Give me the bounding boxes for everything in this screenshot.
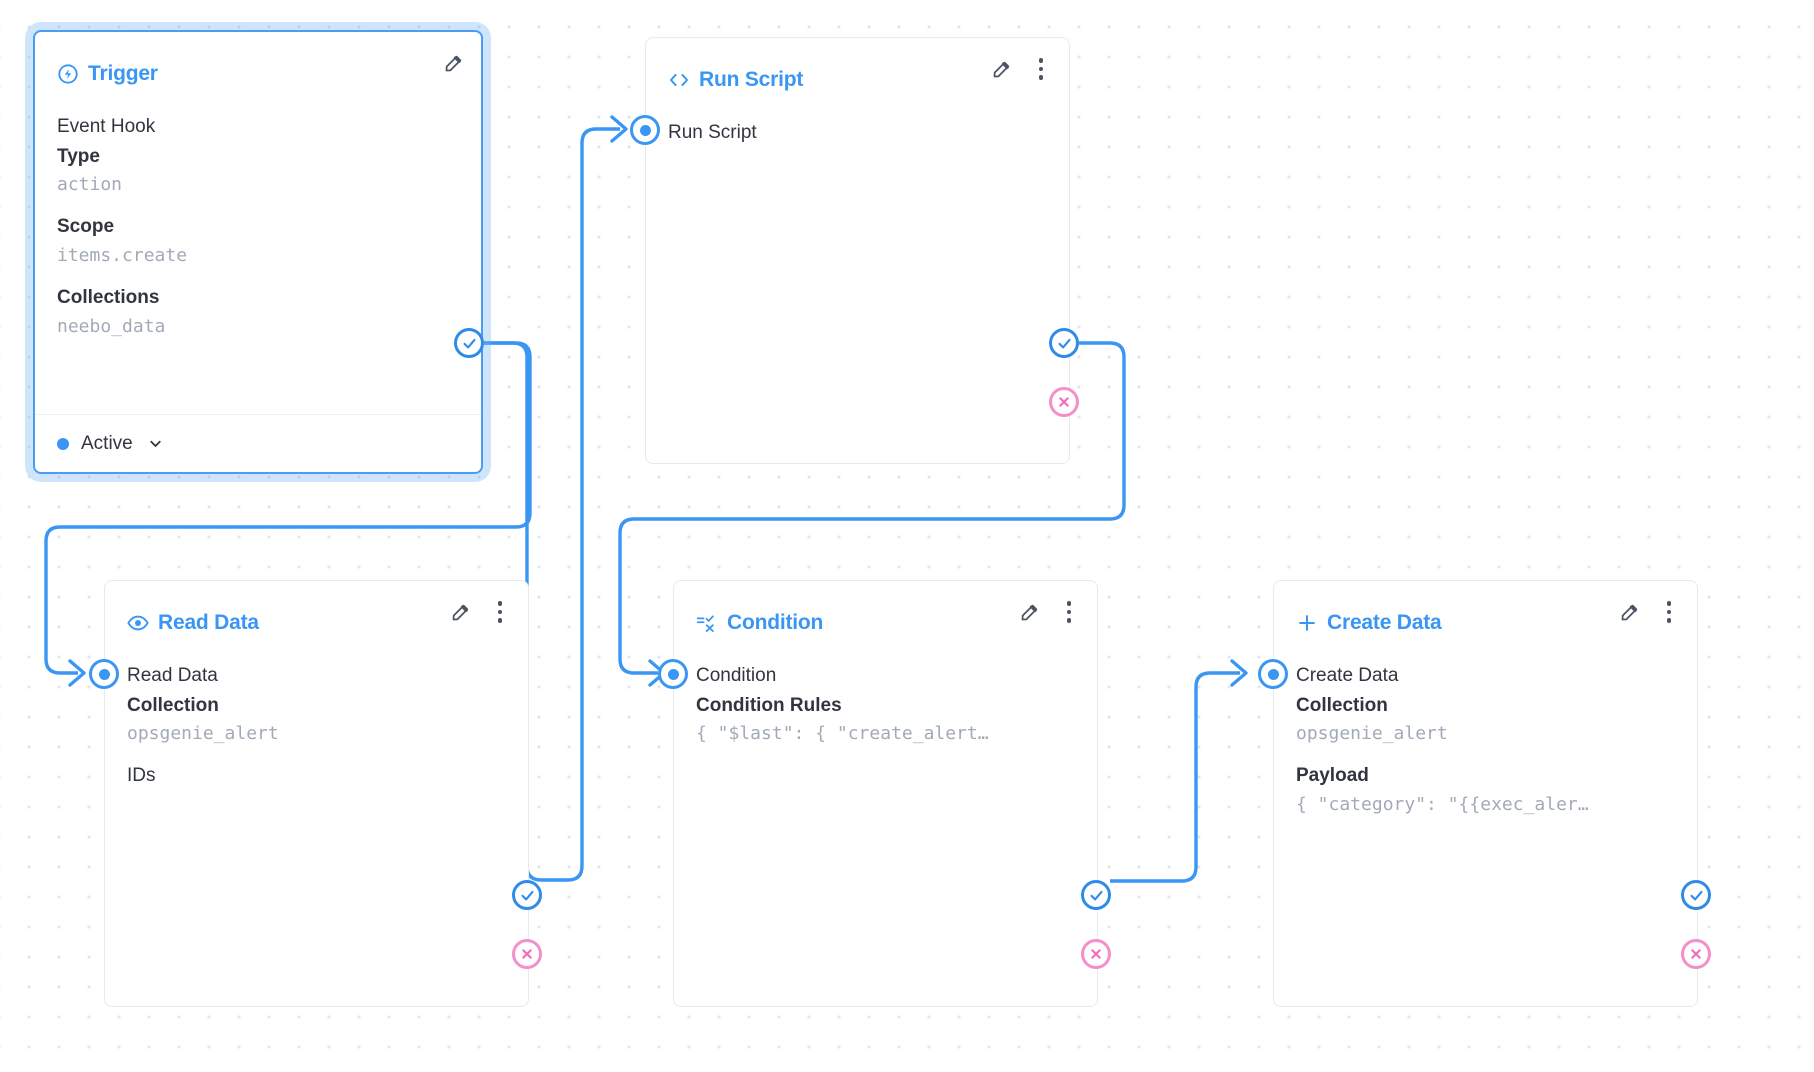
status-label: Active xyxy=(81,432,133,454)
eye-icon xyxy=(127,612,149,634)
node-read-data-body: Read Data Collection opsgenie_alert IDs xyxy=(105,643,528,791)
node-run-script[interactable]: Run Script Run Script xyxy=(645,37,1070,464)
node-read-data-actions xyxy=(448,599,512,625)
condition-resolve-port[interactable] xyxy=(1081,880,1111,910)
run-script-input-port[interactable] xyxy=(630,115,660,145)
node-trigger-actions xyxy=(441,50,465,76)
node-condition[interactable]: Condition Condition Condition Rules { "$… xyxy=(673,580,1098,1007)
node-condition-header: Condition xyxy=(674,581,1097,643)
create-data-value-payload: { "category": "{{exec_aler… xyxy=(1296,793,1589,815)
create-data-value-collection: opsgenie_alert xyxy=(1296,723,1448,745)
node-create-data-header: Create Data xyxy=(1274,581,1697,643)
condition-row-name: Condition xyxy=(696,665,777,686)
code-brackets-icon xyxy=(668,69,690,91)
node-read-data-title: Read Data xyxy=(158,611,259,634)
trigger-value-collections: neebo_data xyxy=(57,315,166,337)
node-trigger-title: Trigger xyxy=(88,62,158,85)
trigger-label-collections: Collections xyxy=(57,287,160,309)
wire-condition-to-createdata xyxy=(1110,671,1240,883)
spacer xyxy=(57,270,459,283)
node-run-script-actions xyxy=(989,56,1053,82)
wire-arrowhead-run-script xyxy=(610,115,628,143)
three-dots-glyph xyxy=(1666,601,1672,623)
run-script-resolve-port[interactable] xyxy=(1049,328,1079,358)
read-data-label-ids: IDs xyxy=(127,765,156,787)
create-data-label-collection: Collection xyxy=(1296,694,1388,716)
read-data-label-collection: Collection xyxy=(127,694,219,716)
trigger-label-type: Type xyxy=(57,145,100,167)
condition-filter-icon xyxy=(696,612,718,634)
trigger-value-type: action xyxy=(57,174,123,196)
trigger-value-scope: items.create xyxy=(57,244,188,266)
create-data-reject-port[interactable] xyxy=(1681,939,1711,969)
spacer xyxy=(127,748,506,761)
node-create-data-title: Create Data xyxy=(1327,611,1442,634)
node-run-script-title-group: Run Script xyxy=(668,68,803,92)
spacer xyxy=(57,199,459,212)
condition-value-rules: { "$last": { "create_alert… xyxy=(696,723,989,745)
read-data-input-port[interactable] xyxy=(89,659,119,689)
edit-pencil-icon[interactable] xyxy=(448,599,472,625)
more-options-icon[interactable] xyxy=(1029,56,1053,82)
node-create-data[interactable]: Create Data Create Data Collection opsge… xyxy=(1273,580,1698,1007)
spacer xyxy=(1296,748,1675,761)
node-condition-title-group: Condition xyxy=(696,611,823,635)
node-run-script-title: Run Script xyxy=(699,68,804,91)
create-data-input-port[interactable] xyxy=(1258,659,1288,689)
edit-pencil-icon[interactable] xyxy=(441,50,465,76)
node-read-data-header: Read Data xyxy=(105,581,528,643)
status-badge-active[interactable]: Active xyxy=(57,433,164,455)
node-trigger-header: Trigger xyxy=(35,32,481,94)
node-trigger-title-group: Trigger xyxy=(57,62,158,86)
condition-reject-port[interactable] xyxy=(1081,939,1111,969)
read-data-reject-port[interactable] xyxy=(512,939,542,969)
run-script-row-name: Run Script xyxy=(668,122,757,143)
more-options-icon[interactable] xyxy=(1657,599,1681,625)
plus-icon xyxy=(1296,612,1318,634)
node-create-data-title-group: Create Data xyxy=(1296,611,1442,635)
create-data-resolve-port[interactable] xyxy=(1681,880,1711,910)
three-dots-glyph xyxy=(1066,601,1072,623)
node-trigger[interactable]: Trigger Event Hook Type action Scope ite… xyxy=(33,30,483,474)
node-condition-actions xyxy=(1017,599,1081,625)
node-read-data[interactable]: Read Data Read Data Collection opsgenie_… xyxy=(104,580,529,1007)
read-data-resolve-port[interactable] xyxy=(512,880,542,910)
more-options-icon[interactable] xyxy=(1057,599,1081,625)
wire-arrowhead-read-data xyxy=(68,659,86,687)
condition-input-port[interactable] xyxy=(658,659,688,689)
read-data-value-collection: opsgenie_alert xyxy=(127,723,279,745)
edit-pencil-icon[interactable] xyxy=(989,56,1013,82)
run-script-reject-port[interactable] xyxy=(1049,387,1079,417)
chevron-down-icon[interactable] xyxy=(147,435,164,452)
node-condition-title: Condition xyxy=(727,611,824,634)
node-trigger-body: Event Hook Type action Scope items.creat… xyxy=(35,94,481,341)
trigger-label-scope: Scope xyxy=(57,216,115,238)
node-run-script-header: Run Script xyxy=(646,38,1069,100)
node-create-data-body: Create Data Collection opsgenie_alert Pa… xyxy=(1274,643,1697,819)
three-dots-glyph xyxy=(1038,58,1044,80)
trigger-row-event-hook: Event Hook xyxy=(57,116,156,137)
status-dot-icon xyxy=(57,437,69,450)
node-condition-body: Condition Condition Rules { "$last": { "… xyxy=(674,643,1097,748)
more-options-icon[interactable] xyxy=(488,599,512,625)
create-data-row-name: Create Data xyxy=(1296,665,1399,686)
bolt-circle-icon xyxy=(57,63,79,85)
three-dots-glyph xyxy=(497,601,503,623)
trigger-resolve-port[interactable] xyxy=(454,328,484,358)
node-run-script-body: Run Script xyxy=(646,100,1069,148)
read-data-row-name: Read Data xyxy=(127,665,218,686)
create-data-label-payload: Payload xyxy=(1296,765,1369,787)
wire-arrowhead-create-data xyxy=(1230,659,1248,687)
condition-label-rules: Condition Rules xyxy=(696,694,842,716)
node-trigger-footer: Active xyxy=(35,414,481,472)
node-read-data-title-group: Read Data xyxy=(127,611,259,635)
edit-pencil-icon[interactable] xyxy=(1617,599,1641,625)
edit-pencil-icon[interactable] xyxy=(1017,599,1041,625)
node-create-data-actions xyxy=(1617,599,1681,625)
